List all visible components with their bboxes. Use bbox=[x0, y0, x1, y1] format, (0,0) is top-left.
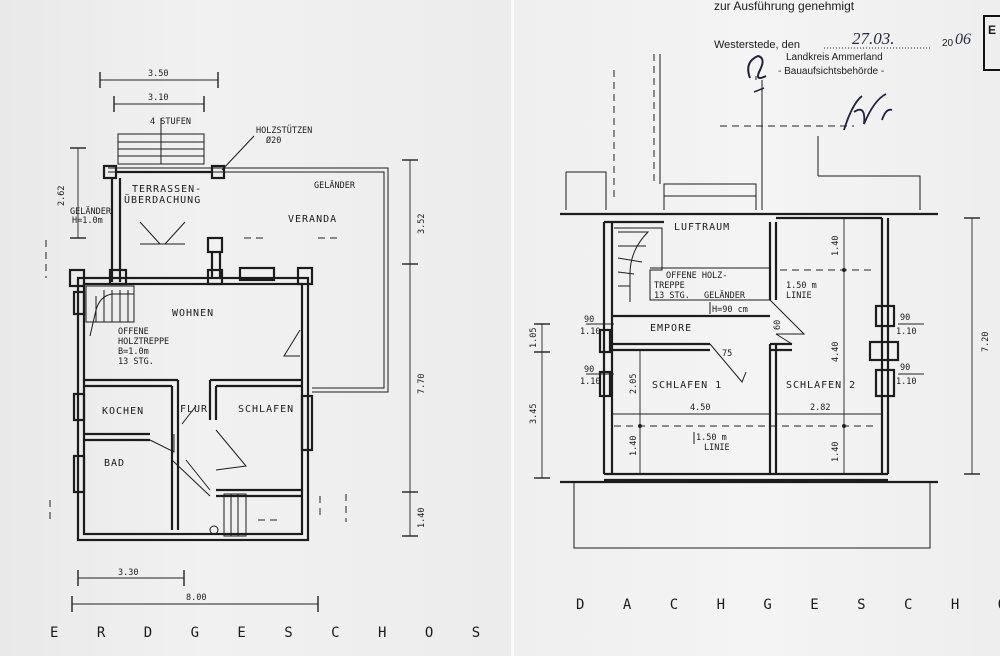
room-empore: EMPORE bbox=[650, 323, 692, 334]
room-flur: FLUR bbox=[180, 404, 208, 415]
dim-90-b: 90 bbox=[584, 365, 594, 375]
note-treppe-2: TREPPE bbox=[654, 281, 685, 291]
dim-1-40-top: 1.40 bbox=[831, 236, 841, 256]
dim-60: 60 bbox=[773, 320, 783, 330]
dim-4-50: 4.50 bbox=[690, 403, 710, 413]
room-schlafen: SCHLAFEN bbox=[238, 404, 294, 415]
stamp-year-hand: 06 bbox=[955, 31, 971, 48]
stamp-year: 20 bbox=[942, 38, 954, 49]
sheet-divider bbox=[511, 0, 515, 656]
note-linie-bottom-1: 1.50 m bbox=[696, 433, 727, 443]
dim-3-52: 3.52 bbox=[417, 214, 427, 234]
note-treppe-1: OFFENE bbox=[118, 327, 149, 337]
room-luftraum: LUFTRAUM bbox=[674, 222, 730, 233]
note-treppe-4: 13 STG. bbox=[118, 357, 154, 367]
dim-110-c: 1.10 bbox=[896, 327, 916, 337]
note-linie-top-1: 1.50 m bbox=[786, 281, 817, 291]
dim-3-10: 3.10 bbox=[148, 93, 168, 103]
note-holzstuetzen: HOLZSTÜTZEN bbox=[256, 125, 312, 136]
stamp-authority-1: Landkreis Ammerland bbox=[786, 52, 883, 63]
dim-3-45: 3.45 bbox=[529, 404, 539, 424]
note-linie-top-2: LINIE bbox=[786, 291, 812, 301]
note-gelaender-left: GELÄNDER bbox=[70, 206, 112, 217]
note-4-stufen: 4 STUFEN bbox=[150, 117, 191, 127]
dim-2-62: 2.62 bbox=[57, 186, 67, 206]
stamp-initial-signature bbox=[747, 54, 767, 79]
stamp-box-letter: E bbox=[988, 23, 996, 37]
dachgeschoss-plan: zur Ausführung genehmigt Westerstede, de… bbox=[529, 0, 1000, 613]
room-ueberdachung: ÜBERDACHUNG bbox=[124, 193, 201, 206]
note-treppe-gelaender: GELÄNDER bbox=[704, 290, 746, 301]
dim-2-82: 2.82 bbox=[810, 403, 830, 413]
room-kochen: KOCHEN bbox=[102, 406, 144, 417]
note-treppe-1: OFFENE HOLZ- bbox=[666, 271, 727, 281]
room-wohnen: WOHNEN bbox=[172, 308, 214, 319]
note-gelaender-h: H=1.0m bbox=[72, 216, 103, 226]
dim-110-a: 1.10 bbox=[580, 327, 600, 337]
dim-90-d: 90 bbox=[900, 363, 910, 373]
erdgeschoss-plan: 3.50 3.10 2.62 4 STUFEN HOLZSTÜTZEN Ø20 … bbox=[45, 69, 512, 641]
note-treppe-2: HOLZTREPPE bbox=[118, 337, 169, 347]
room-terrassen: TERRASSEN- bbox=[132, 184, 202, 195]
room-veranda: VERANDA bbox=[288, 214, 337, 225]
note-treppe-3: 13 STG. bbox=[654, 291, 690, 301]
note-treppe-3: B=1.0m bbox=[118, 347, 149, 357]
note-gelaender-right: GELÄNDER bbox=[314, 180, 356, 191]
dim-8-00: 8.00 bbox=[186, 593, 206, 603]
dim-7-20: 7.20 bbox=[981, 332, 991, 352]
note-holzstuetzen-d: Ø20 bbox=[266, 135, 281, 146]
stamp-place: Westerstede, den bbox=[714, 39, 800, 51]
room-schlafen-2: SCHLAFEN 2 bbox=[786, 380, 856, 391]
stamp-header: zur Ausführung genehmigt bbox=[714, 0, 855, 13]
room-bad: BAD bbox=[104, 458, 125, 469]
dim-75: 75 bbox=[722, 349, 732, 359]
dim-110-d: 1.10 bbox=[896, 377, 916, 387]
dachgeschoss-sheet: zur Ausführung genehmigt Westerstede, de… bbox=[514, 0, 1000, 656]
note-linie-bottom-2: LINIE bbox=[704, 443, 730, 453]
dim-1-05: 1.05 bbox=[529, 328, 539, 348]
stamp-signature bbox=[843, 93, 893, 131]
plan-title-dachgeschoss: D A C H G E S C H O S S bbox=[576, 597, 1000, 613]
plan-title-erdgeschoss: E R D G E S C H O S S bbox=[50, 625, 512, 641]
dim-90-a: 90 bbox=[584, 315, 594, 325]
dim-3-30: 3.30 bbox=[118, 568, 138, 578]
dim-90-c: 90 bbox=[900, 313, 910, 323]
dim-7-70: 7.70 bbox=[417, 374, 427, 394]
dim-2-05: 2.05 bbox=[629, 374, 639, 394]
dim-1-40-left: 1.40 bbox=[629, 436, 639, 456]
dim-1-40-bottom: 1.40 bbox=[831, 442, 841, 462]
stamp-authority-2: - Bauaufsichtsbehörde - bbox=[778, 66, 884, 77]
dim-4-40: 4.40 bbox=[831, 342, 841, 362]
dim-3-50: 3.50 bbox=[148, 69, 168, 79]
erdgeschoss-sheet: 3.50 3.10 2.62 4 STUFEN HOLZSTÜTZEN Ø20 … bbox=[0, 0, 512, 656]
room-schlafen-1: SCHLAFEN 1 bbox=[652, 380, 722, 391]
dim-110-b: 1.10 bbox=[580, 377, 600, 387]
dim-1-40: 1.40 bbox=[417, 508, 427, 528]
stamp-date: 27.03. bbox=[852, 29, 895, 48]
note-treppe-h: H=90 cm bbox=[712, 305, 748, 315]
